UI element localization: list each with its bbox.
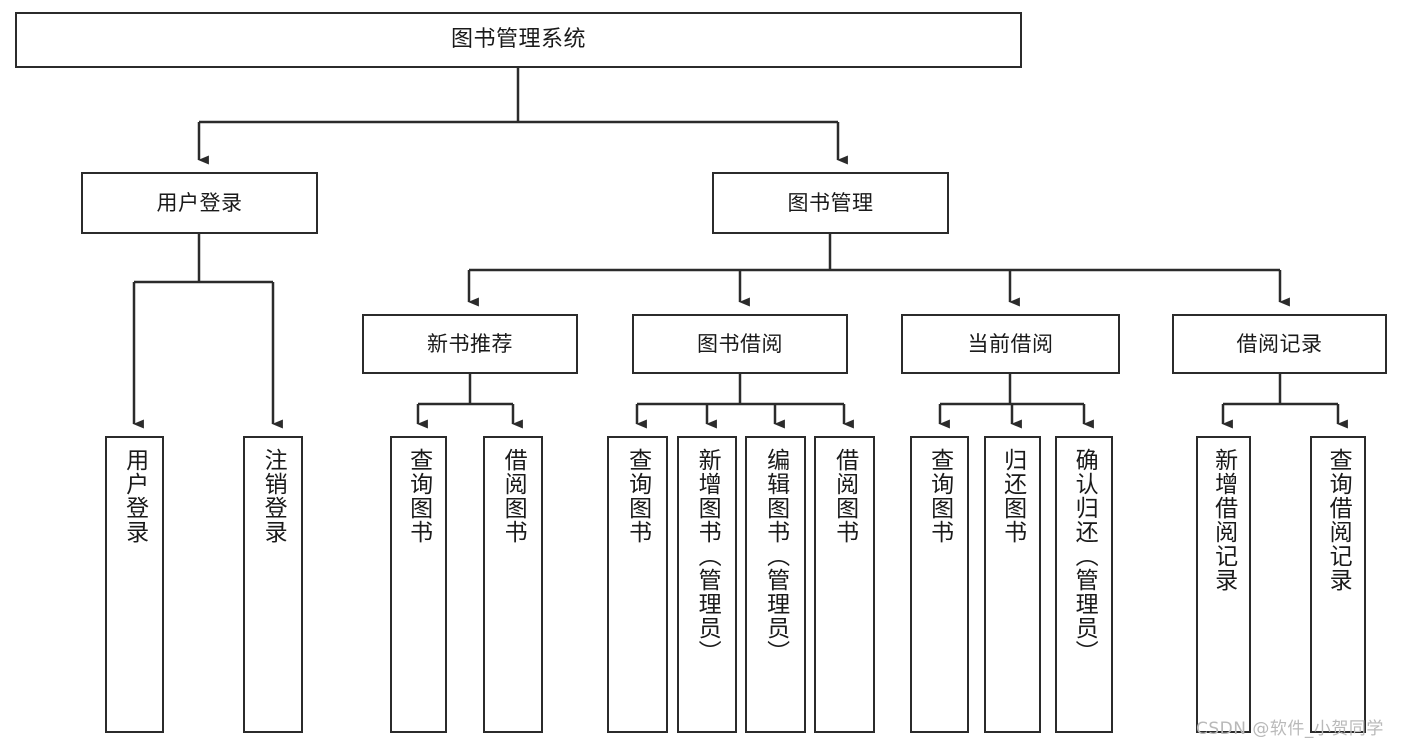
leaf-query-borrow-record[interactable]: 查询借阅记录 [1310, 436, 1366, 733]
node-user-login-group[interactable]: 用户登录 [81, 172, 318, 234]
leaf-label: 用户登录 [121, 448, 148, 544]
leaf-label: 新增借阅记录 [1210, 448, 1237, 592]
node-new-book-recommend[interactable]: 新书推荐 [362, 314, 578, 374]
node-root[interactable]: 图书管理系统 [15, 12, 1022, 68]
leaf-return-book[interactable]: 归还图书 [984, 436, 1041, 733]
leaf-confirm-return-admin[interactable]: 确认归还（管理员） [1055, 436, 1113, 733]
leaf-label: 编辑图书（管理员） [762, 448, 789, 664]
leaf-label: 借阅图书 [831, 448, 858, 544]
node-label: 新书推荐 [427, 331, 513, 356]
leaf-label: 注销登录 [260, 448, 287, 544]
leaf-label: 确认归还（管理员） [1071, 448, 1098, 664]
leaf-label: 新增图书（管理员） [694, 448, 721, 664]
node-label: 借阅记录 [1236, 331, 1323, 356]
leaf-label: 查询借阅记录 [1325, 448, 1352, 592]
node-current-borrow[interactable]: 当前借阅 [901, 314, 1120, 374]
leaf-query-books-borrow[interactable]: 查询图书 [607, 436, 668, 733]
leaf-label: 查询图书 [624, 448, 651, 544]
node-root-label: 图书管理系统 [450, 26, 586, 52]
leaf-label: 查询图书 [926, 448, 953, 544]
leaf-user-login[interactable]: 用户登录 [105, 436, 164, 733]
leaf-borrow-books-recommend[interactable]: 借阅图书 [483, 436, 543, 733]
node-label: 用户登录 [156, 190, 243, 215]
node-borrow-record[interactable]: 借阅记录 [1172, 314, 1387, 374]
leaf-borrow-book[interactable]: 借阅图书 [814, 436, 875, 733]
leaf-label: 借阅图书 [500, 448, 527, 544]
leaf-add-book-admin[interactable]: 新增图书（管理员） [677, 436, 737, 733]
leaf-label: 查询图书 [405, 448, 432, 544]
node-label: 图书管理 [787, 190, 874, 215]
leaf-query-books-recommend[interactable]: 查询图书 [390, 436, 447, 733]
leaf-edit-book-admin[interactable]: 编辑图书（管理员） [745, 436, 806, 733]
node-book-management-group[interactable]: 图书管理 [712, 172, 949, 234]
leaf-logout[interactable]: 注销登录 [243, 436, 303, 733]
leaf-add-borrow-record[interactable]: 新增借阅记录 [1196, 436, 1251, 733]
node-label: 图书借阅 [697, 331, 783, 356]
node-label: 当前借阅 [967, 331, 1054, 356]
leaf-label: 归还图书 [999, 448, 1026, 544]
leaf-query-books-current[interactable]: 查询图书 [910, 436, 969, 733]
node-book-borrow[interactable]: 图书借阅 [632, 314, 848, 374]
